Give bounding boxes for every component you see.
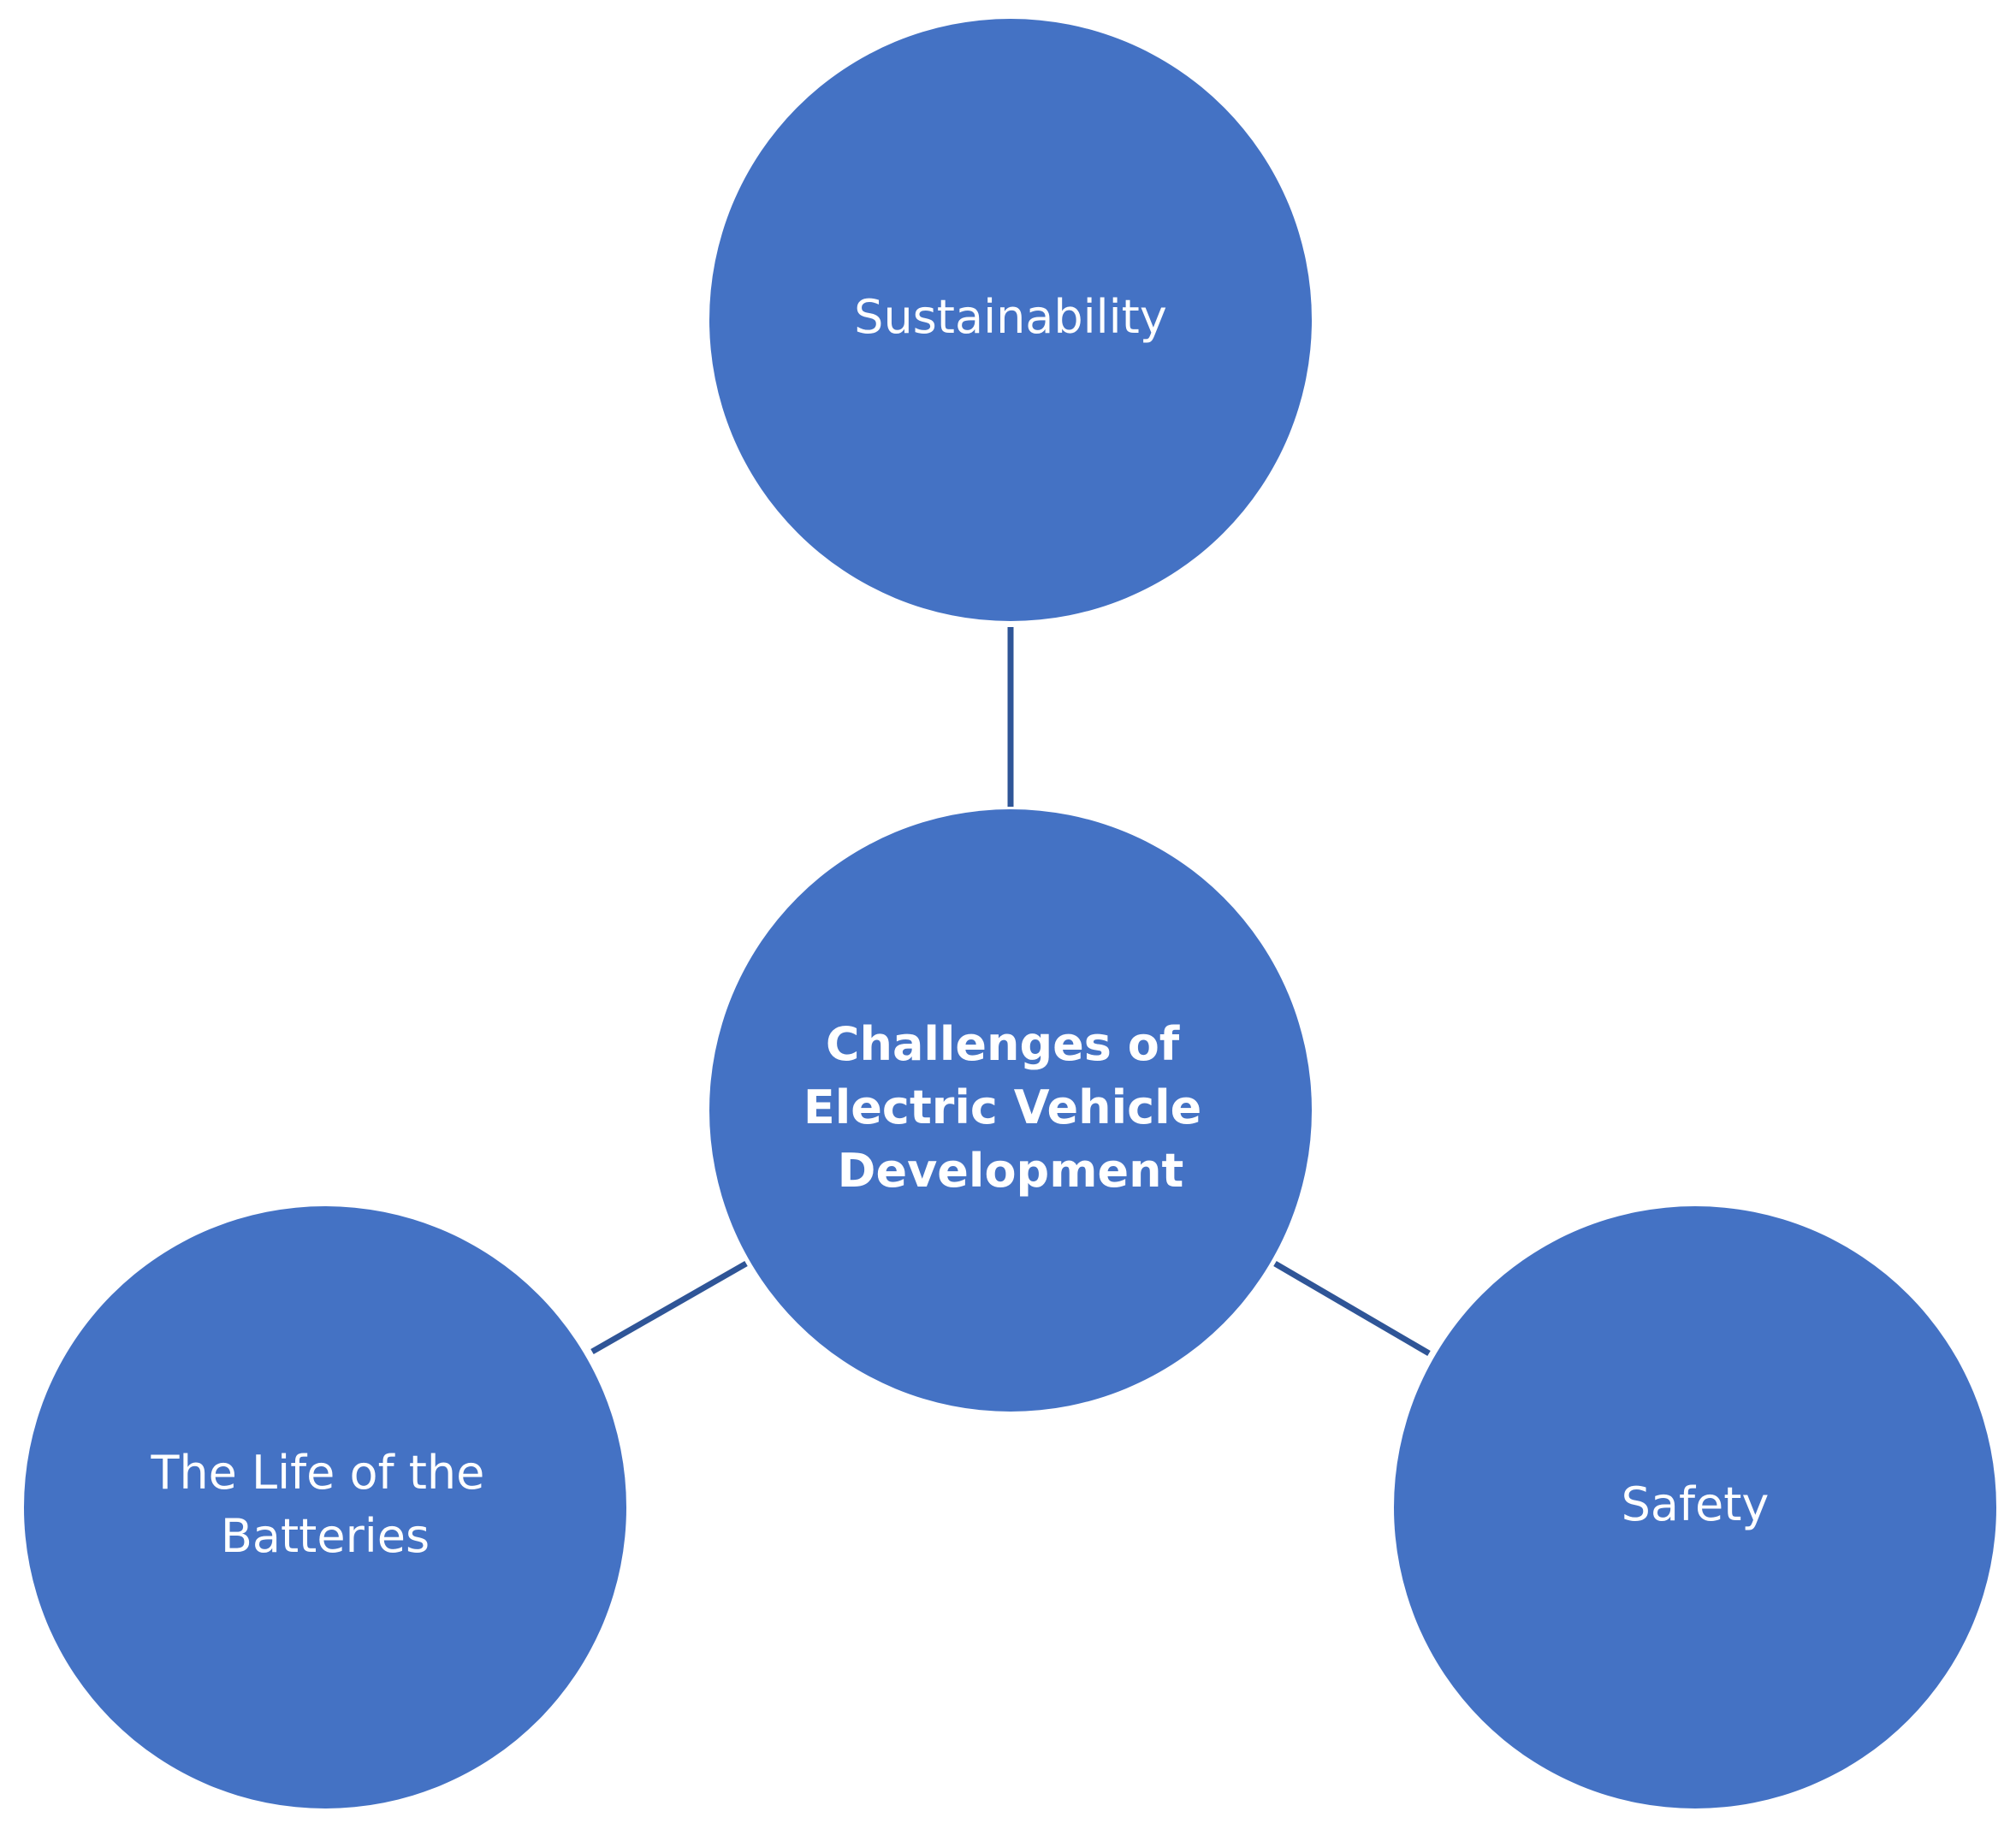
node-center-line-2: Electric Vehicle [803, 1080, 1201, 1134]
node-center-circle [709, 809, 1312, 1412]
node-safety: Safety [1394, 1206, 1996, 1808]
connector-left [590, 1260, 748, 1355]
node-sustainability-line-1: Sustainability [854, 290, 1167, 344]
connector-right [1273, 1260, 1431, 1357]
node-center-line-1: Challenges of [826, 1017, 1180, 1071]
node-center-line-3: Development [838, 1144, 1184, 1198]
node-sustainability: Sustainability [709, 19, 1312, 621]
node-battery-life-circle [24, 1206, 626, 1808]
node-battery-life: The Life of the Batteries [24, 1206, 626, 1808]
node-battery-life-line-2: Batteries [221, 1509, 430, 1563]
node-safety-label: Safety [1622, 1477, 1770, 1531]
node-safety-line-1: Safety [1622, 1477, 1770, 1531]
node-center: Challenges of Electric Vehicle Developme… [709, 809, 1312, 1412]
node-center-label: Challenges of Electric Vehicle Developme… [803, 1017, 1218, 1198]
node-battery-life-label: The Life of the Batteries [150, 1446, 499, 1563]
node-safety-circle [1394, 1206, 1996, 1808]
node-sustainability-label: Sustainability [854, 290, 1167, 344]
node-battery-life-line-1: The Life of the [150, 1446, 484, 1500]
node-sustainability-circle [709, 19, 1312, 621]
